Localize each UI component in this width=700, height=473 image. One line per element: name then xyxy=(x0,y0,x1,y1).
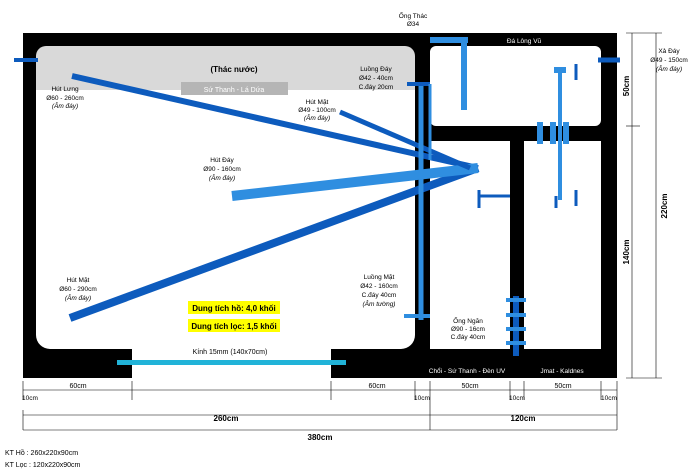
hut-mat-small-pipe xyxy=(339,109,471,171)
dim-50-a: 50cm xyxy=(461,383,478,390)
waterfall-plate xyxy=(181,82,288,95)
xa-day-note: (Âm đáy) xyxy=(656,64,682,73)
luong-day-size: Ø42 - 40cm xyxy=(359,75,393,82)
dim-v140: 140cm xyxy=(622,240,631,265)
da-long-vu-label: Đá Lông Vũ xyxy=(507,38,542,45)
luong-mat-size: Ø42 - 160cm xyxy=(360,283,398,290)
filter-bottom-left-label: Chổi - Sứ Thanh - Đèn UV xyxy=(429,367,506,375)
dim-60-left: 60cm xyxy=(69,383,86,390)
hut-lung-size: Ø60 - 260cm xyxy=(46,95,84,102)
filter-volume-badge xyxy=(188,319,280,332)
ong-ngan-size: Ø90 - 16cm xyxy=(451,326,485,333)
glass-pane xyxy=(117,360,346,365)
hut-day-size: Ø90 - 160cm xyxy=(203,166,241,173)
dim-260: 260cm xyxy=(214,414,239,423)
hut-lung-name: Hút Lưng xyxy=(51,86,79,93)
hut-mat-small-size: Ø49 - 100cm xyxy=(298,107,336,114)
filter-top-chamber xyxy=(430,46,601,126)
hut-mat-big-name: Hút Mặt xyxy=(67,277,90,284)
dimension-lines xyxy=(22,32,662,431)
waterfall-title: (Thác nước) xyxy=(210,65,257,74)
dim-v220: 220cm xyxy=(660,194,669,219)
dim-v50: 50cm xyxy=(622,76,631,96)
xa-day-name: Xả Đáy xyxy=(658,48,680,55)
pond-volume: Dung tích hồ: 4,0 khối xyxy=(192,304,276,313)
dim-120: 120cm xyxy=(511,414,536,423)
hut-mat-big-size: Ø60 - 290cm xyxy=(59,286,97,293)
dim-380: 380cm xyxy=(308,433,333,442)
hut-day-note: (Âm đáy) xyxy=(209,173,235,182)
kt-ho: KT Hồ : 260x220x90cm xyxy=(5,448,78,457)
luong-mat-name: Luồng Mặt xyxy=(364,272,395,281)
hut-mat-big-pipe xyxy=(68,164,480,322)
hut-day-pipe xyxy=(231,163,479,201)
ong-thac-name: Ống Thác xyxy=(399,10,428,20)
dim-50-b: 50cm xyxy=(554,383,571,390)
hut-lung-pipe xyxy=(71,73,479,171)
luong-mat-depth: C.đáy 40cm xyxy=(362,292,397,299)
hut-mat-big-note: (Âm đáy) xyxy=(65,293,91,302)
luong-mat-note: (Âm tường) xyxy=(363,299,396,308)
dim-10-a: 10cm xyxy=(22,395,38,402)
filter-chamber-2 xyxy=(524,141,601,349)
pond-area xyxy=(36,46,415,349)
hut-mat-small-name: Hút Mặt xyxy=(306,99,329,106)
ong-thac-size: Ø34 xyxy=(407,21,420,28)
dim-60-right: 60cm xyxy=(368,383,385,390)
xa-day-size: Ø49 - 150cm xyxy=(650,57,688,64)
hut-day-name: Hút Đáy xyxy=(210,157,234,164)
ong-ngan-name: Ống Ngăn xyxy=(453,315,483,325)
dim-10-d: 10cm xyxy=(601,395,617,402)
ong-ngan-depth: C.đáy 40cm xyxy=(451,334,486,341)
glass-label: Kính 15mm (140x70cm) xyxy=(193,349,268,356)
luong-day-name: Luồng Đáy xyxy=(360,64,392,73)
pond-volume-badge xyxy=(188,301,280,314)
filter-bottom-right-label: Jmat - Kaldnes xyxy=(540,368,584,375)
dim-10-c: 10cm xyxy=(509,395,525,402)
luong-day-depth: C.đáy 20cm xyxy=(359,84,394,91)
dim-10-b: 10cm xyxy=(414,395,430,402)
hut-lung-note: (Âm đáy) xyxy=(52,101,78,110)
kt-loc: KT Lọc : 120x220x90cm xyxy=(5,462,81,469)
filter-volume: Dung tích lọc: 1,5 khối xyxy=(191,322,276,331)
waterfall-subtitle: Sứ Thanh - Lá Dứa xyxy=(204,87,265,94)
hut-mat-small-note: (Âm đáy) xyxy=(304,113,330,122)
